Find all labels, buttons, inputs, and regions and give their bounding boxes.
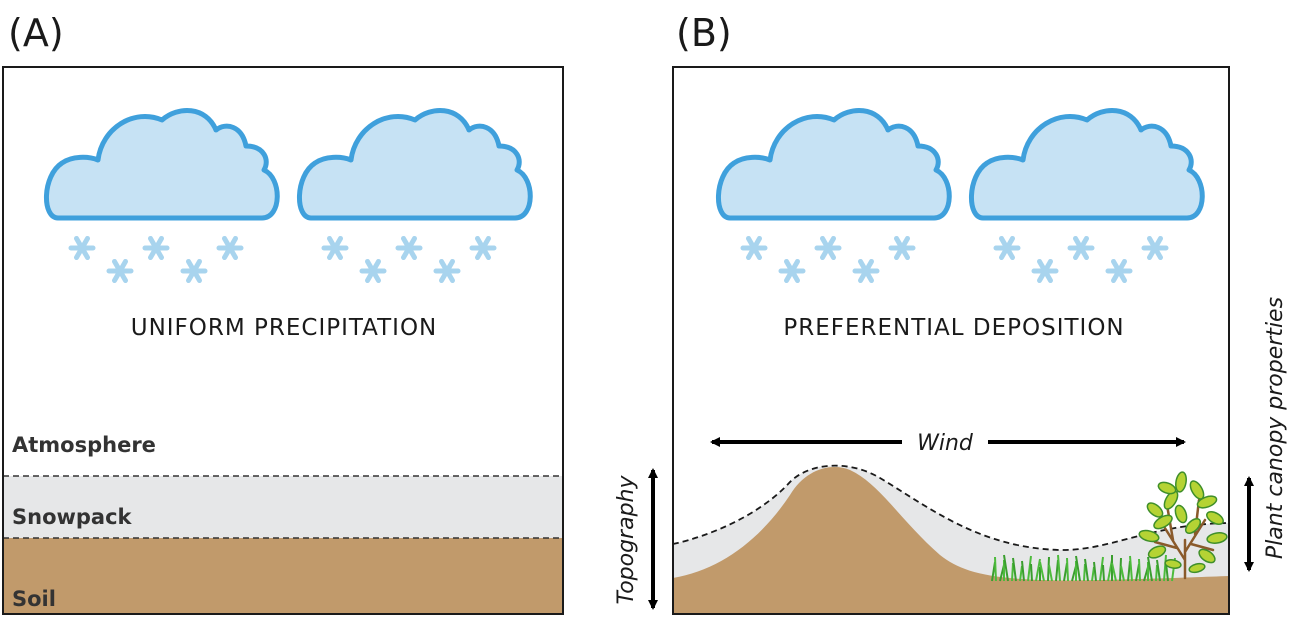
atmosphere-label: Atmosphere (12, 433, 156, 457)
snowflake-icon (740, 235, 768, 261)
snowflake-icon (888, 235, 916, 261)
panel-b-frame (672, 66, 1230, 615)
snowpack-label: Snowpack (12, 505, 133, 529)
snowflake-icon (142, 235, 170, 261)
snowflakes-group (740, 235, 1169, 284)
snowflake-icon (433, 258, 461, 284)
wind-label: Wind (917, 431, 974, 456)
canopy-label: Plant canopy properties (1263, 297, 1288, 559)
topography-label: Topography (614, 475, 639, 605)
snowflake-icon (1105, 258, 1133, 284)
panel-b-caption: PREFERENTIAL DEPOSITION (783, 315, 1124, 341)
snowflake-icon (814, 235, 842, 261)
snowflake-icon (1031, 258, 1059, 284)
snowflake-icon (216, 235, 244, 261)
snowflake-icon (852, 258, 880, 284)
terrain-soil (673, 467, 1229, 614)
panel-a-frame (2, 66, 564, 615)
snowflake-icon (321, 235, 349, 261)
panel-b-letter: (B) (676, 11, 732, 55)
snowflakes-group (68, 235, 497, 284)
snowflake-icon (1141, 235, 1169, 261)
snowflake-icon (359, 258, 387, 284)
panel-a-letter: (A) (8, 11, 64, 55)
cloud-icon (969, 108, 1205, 221)
shrub-icon (1138, 471, 1228, 580)
panel-a: UNIFORM PRECIPITATION Atmosphere Snowpac… (2, 66, 564, 615)
panel-a-caption: UNIFORM PRECIPITATION (131, 315, 438, 341)
soil-label: Soil (12, 587, 56, 611)
snowflake-icon (778, 258, 806, 284)
cloud-icon (297, 108, 533, 221)
soil-layer (3, 538, 563, 614)
snowflake-icon (68, 235, 96, 261)
snowflake-icon (1067, 235, 1095, 261)
snowflake-icon (993, 235, 1021, 261)
snowflake-icon (106, 258, 134, 284)
snowflake-icon (180, 258, 208, 284)
snow-surface-line (672, 464, 1230, 551)
panel-b: PREFERENTIAL DEPOSITION Wind Topography … (614, 66, 1288, 615)
cloud-icon (44, 108, 280, 221)
snowpack-layer (3, 476, 563, 538)
snowflake-icon (469, 235, 497, 261)
cloud-icon (716, 108, 952, 221)
snowflake-icon (395, 235, 423, 261)
